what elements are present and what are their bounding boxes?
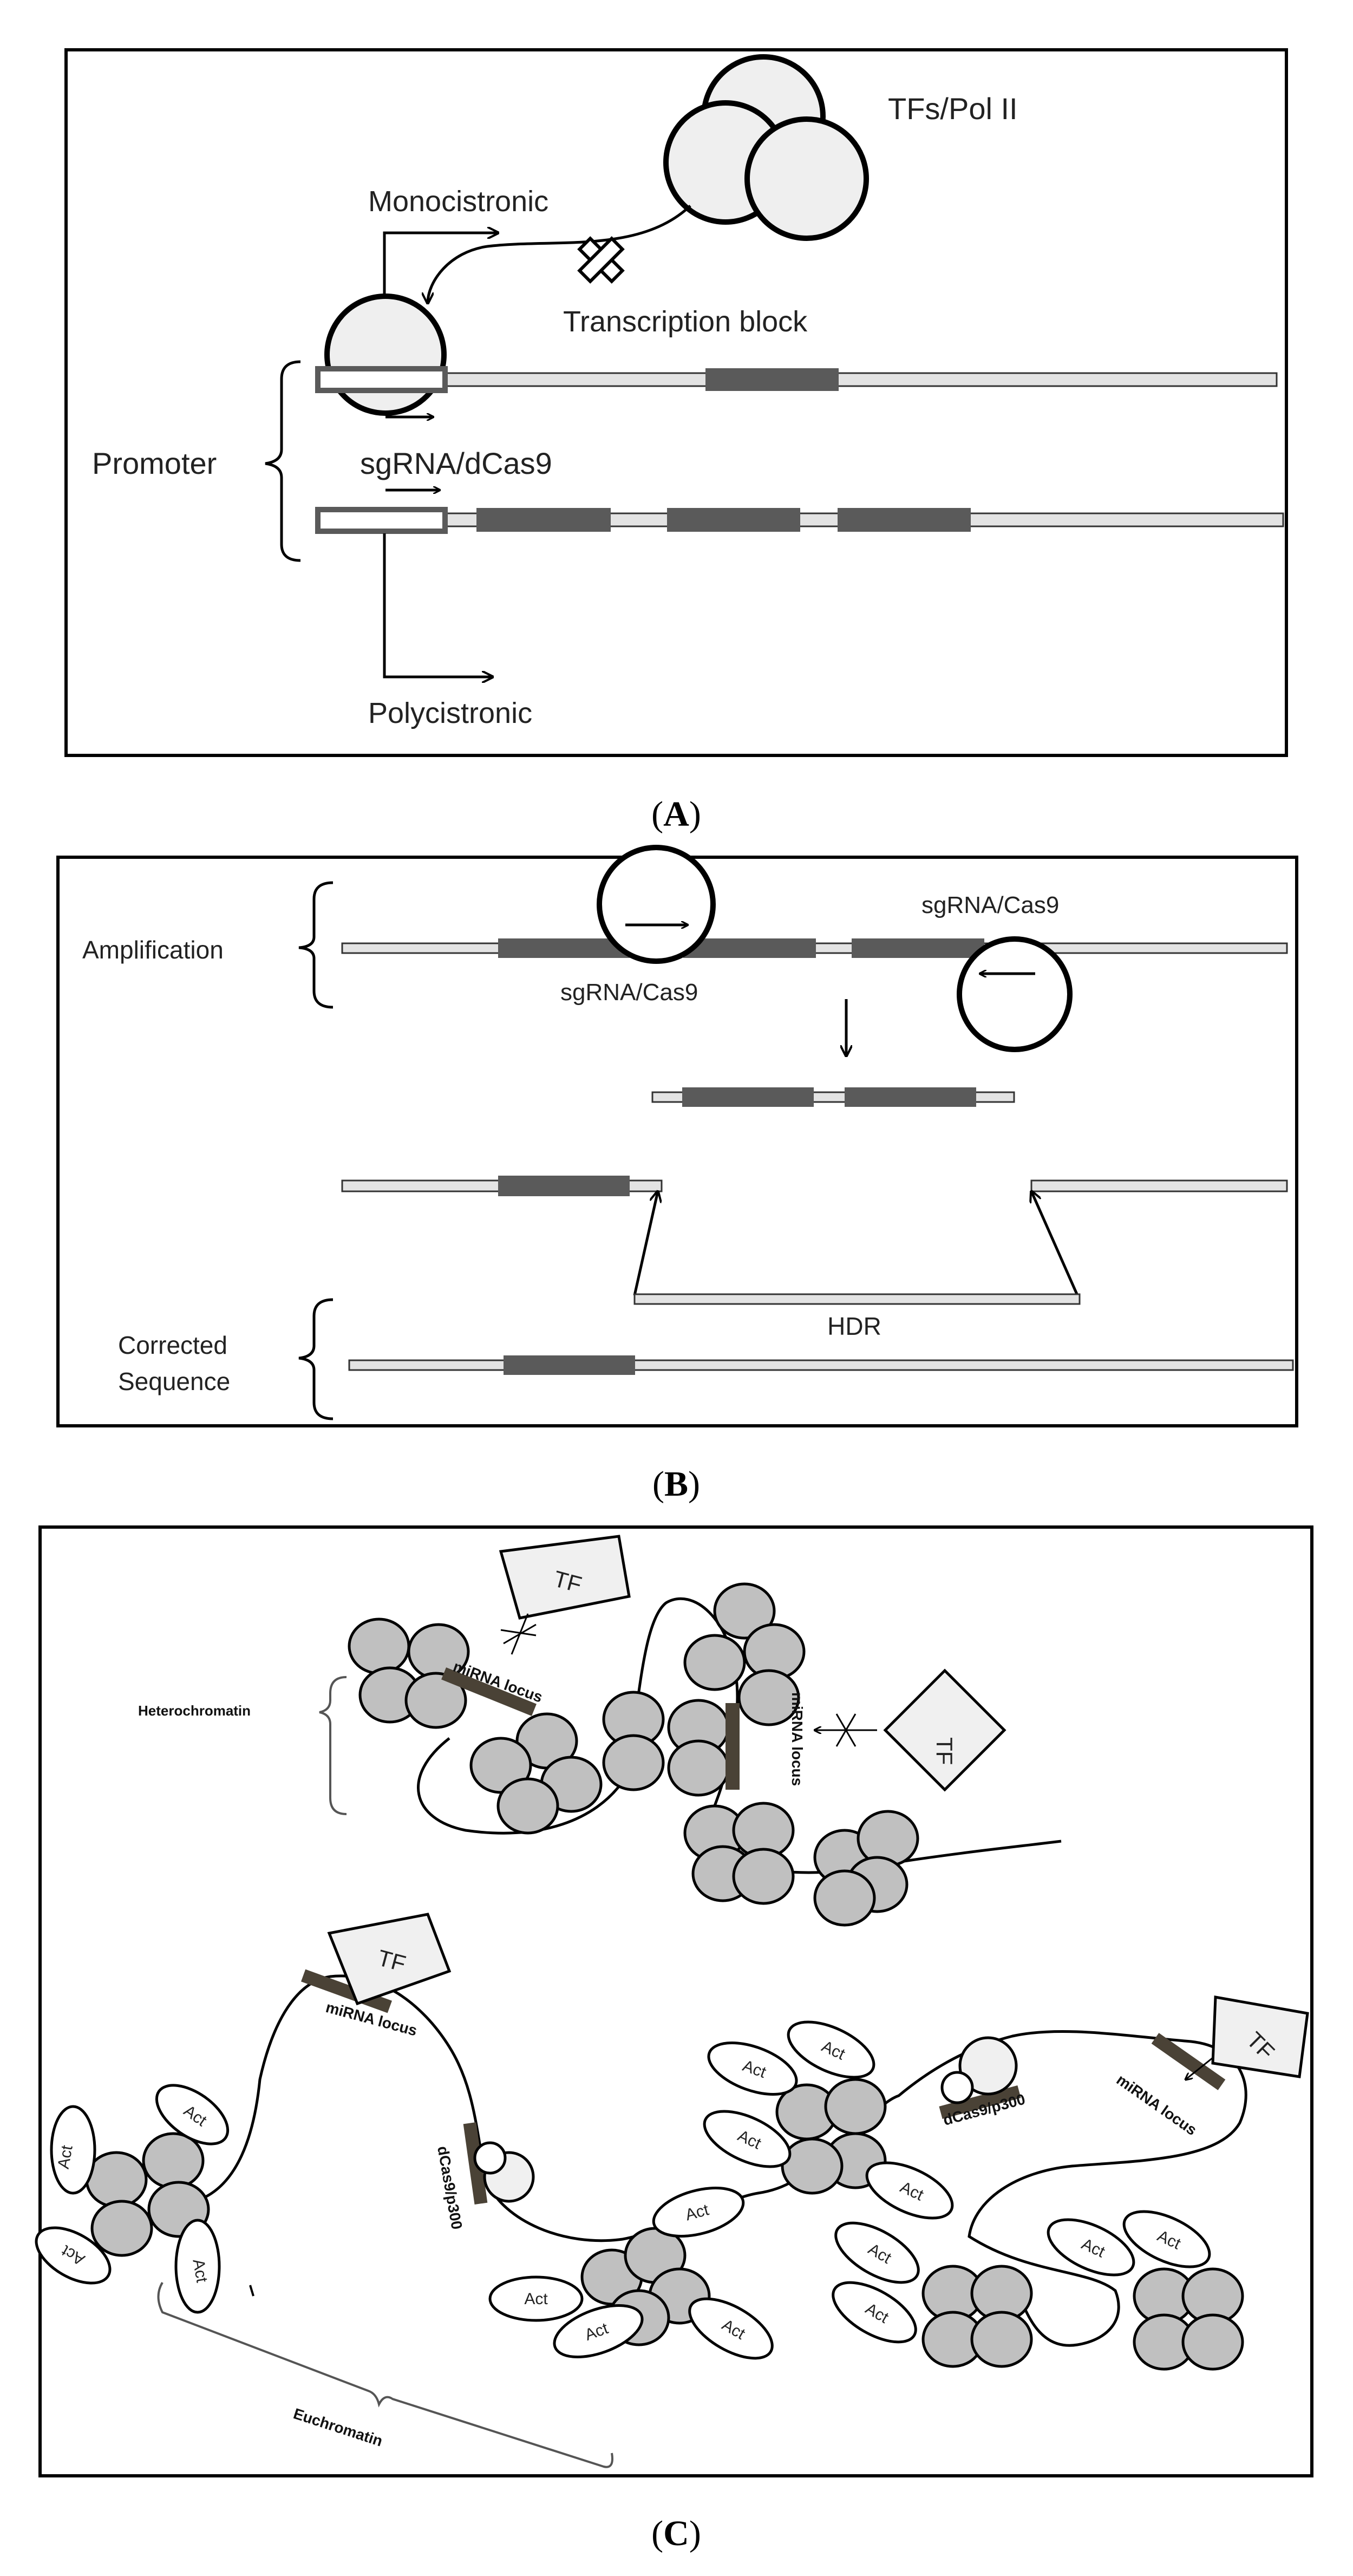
panel-c: Heterochromatin: [35, 1525, 1313, 2477]
top-gene-block: [705, 368, 839, 391]
caption-c: (C): [651, 2514, 701, 2553]
hetero-mirna-locus-2: [725, 1703, 740, 1790]
eu-dcas9-p300-small-2: [940, 2071, 974, 2104]
amplification-brace: [298, 881, 334, 1009]
hdr-label: HDR: [827, 1312, 881, 1340]
excised-block-1: [682, 1087, 814, 1107]
block-x-icon: [577, 236, 625, 284]
eu-mirna-locus-1: [301, 1969, 392, 2013]
corrected-strand: [348, 1359, 1294, 1371]
hetero-tf-diamond-2: TF: [883, 1668, 1006, 1792]
hdr-arrow-left: [633, 1191, 658, 1296]
act-ellipses: [35, 2020, 1211, 2360]
heterochromatin-label: Heterochromatin: [138, 1703, 251, 1719]
tfs-pol-ii-complex: [663, 54, 869, 241]
b-top-block-1: [498, 938, 630, 958]
act-label-4: Act: [189, 2258, 211, 2284]
hetero-tf-diamond-1: TF: [499, 1535, 631, 1620]
amplification-label: Amplification: [82, 936, 224, 964]
bottom-gene-block-2: [667, 508, 800, 532]
corrected-brace: [298, 1298, 334, 1420]
eu-mirna-locus-2: [1151, 2033, 1226, 2090]
eu-tf-diamond-1: TF: [327, 1913, 452, 2006]
corrected-block: [504, 1355, 635, 1375]
bottom-promoter-box: [315, 507, 448, 534]
promoter-label: Promoter: [92, 446, 217, 480]
caption-b: (B): [652, 1464, 700, 1504]
eu-dcas9-locus-2: [939, 2085, 1021, 2120]
top-dna-strand: [444, 372, 1278, 387]
cut-strand-right: [1030, 1179, 1288, 1192]
sgrna-cas9-bottom-label: sgRNA/Cas9: [560, 979, 698, 1006]
euchromatin-bracket: [157, 2281, 613, 2468]
hetero-tf-block-1: [500, 1613, 537, 1655]
polycistronic-arrow: [383, 533, 493, 677]
panel-a: TFs/Pol II Transcription block Monocistr…: [64, 48, 1288, 757]
eu-dcas9-p300-small-1: [473, 2141, 507, 2175]
promoter-brace: [265, 360, 301, 562]
tf-binding-arrow: [428, 205, 691, 303]
bottom-gene-block-1: [476, 508, 611, 532]
tfs-pol-ii-label: TFs/Pol II: [888, 92, 1018, 126]
euchro-dna-fiber: [194, 1974, 1247, 2347]
sgrna-cas9-top-label: sgRNA/Cas9: [921, 892, 1059, 918]
hetero-tf-label-2: TF: [932, 1737, 957, 1765]
b-top-block-2: [683, 938, 816, 958]
caption-a: (A): [651, 794, 701, 834]
sgrna-dcas9-label: sgRNA/dCas9: [360, 446, 552, 480]
corrected-label-1: Corrected: [118, 1331, 227, 1359]
act-label-1: Act: [55, 2143, 76, 2170]
hetero-mirna-locus-1: [441, 1667, 537, 1716]
heterochromatin-brace-visible: [319, 1676, 347, 1815]
eu-tf-diamond-2: TF: [1211, 1995, 1309, 2078]
corrected-label-2: Sequence: [118, 1367, 230, 1395]
hetero-mirna-label-2: miRNA locus: [789, 1692, 806, 1786]
hetero-tf-block-2: [815, 1713, 877, 1747]
b-top-block-3: [852, 938, 984, 958]
cut-block-left: [498, 1176, 630, 1196]
hetero-nucleosomes: [348, 1582, 919, 1927]
bottom-gene-block-3: [838, 508, 971, 532]
dcas9-circle: [324, 294, 447, 416]
monocistronic-label: Monocistronic: [368, 185, 548, 218]
eu-small-tick: [249, 2285, 254, 2297]
panel-c-frame: [38, 1525, 1313, 2477]
excised-block-2: [845, 1087, 976, 1107]
top-promoter-box: [315, 366, 448, 393]
panel-b: Amplification sgRNA/Cas9 sgRNA/Cas9 HDR …: [56, 845, 1298, 1427]
act-label-6: Act: [524, 2290, 548, 2308]
cas9-circle-left: [597, 845, 716, 964]
polycistronic-label: Polycistronic: [368, 697, 532, 729]
eu-dcas9-p300-large-2: [958, 2036, 1018, 2096]
cas9-circle-right: [957, 936, 1073, 1052]
transcription-block-label: Transcription block: [563, 305, 808, 338]
hdr-template: [633, 1293, 1081, 1305]
hdr-arrow-right: [1031, 1191, 1079, 1296]
eu-tf-arrow: [1186, 2057, 1213, 2079]
